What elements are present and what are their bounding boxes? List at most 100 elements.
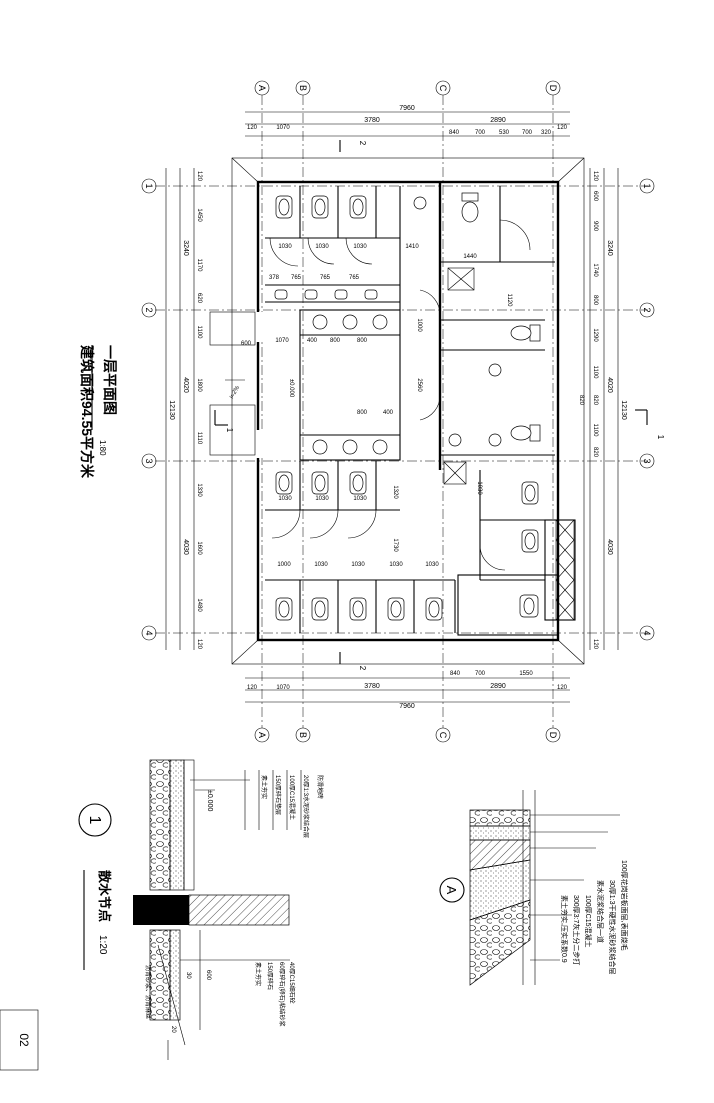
detail1-title: 散水节点 [97, 870, 112, 922]
squat-toilet [275, 195, 293, 219]
squat-toilet [311, 471, 329, 495]
axis-label-1-right: 1 [642, 183, 652, 188]
axis-label-3-right: 3 [642, 458, 652, 463]
squat-toilet [349, 471, 367, 495]
axis-label-2-left: 2 [144, 307, 154, 312]
section-mark-right: 1 [656, 435, 665, 440]
squat-toilet [349, 597, 367, 621]
detail1-joint-label: 沥青砂浆、沥青麻丝 [144, 965, 152, 1019]
stall-width-c3: 1030 [351, 562, 365, 568]
dim-right-detail-2: 900 [592, 221, 598, 232]
interior-dim-5: 800 [330, 338, 341, 344]
plan-scale: 1:80 [98, 440, 107, 456]
plan-title-block: 一层平面图 1:80 建筑面积94.55平方米 [79, 345, 118, 479]
detailA-layer-1: 30厚1:3干硬性水泥砂浆结合层 [608, 880, 617, 975]
toilets [275, 192, 541, 621]
stall-width-c2: 1030 [314, 562, 328, 568]
axis-label-d-top: D [548, 85, 558, 92]
dim-left-detail-2: 1170 [196, 259, 202, 273]
interior-dim-14: 820 [578, 395, 584, 406]
dim-top-detail-2: 840 [449, 130, 460, 136]
interior-dim-10: 2560 [416, 378, 422, 392]
dim-bottom-detail-0: 120 [247, 685, 258, 691]
dimensions-bottom: 120 1070 840 700 1550 120 3780 2890 7960 [245, 671, 570, 710]
section-marks: 1 1 2 2 [214, 140, 665, 671]
urinal-dim-2: 765 [291, 275, 302, 281]
interior-dim-1: 1440 [463, 254, 477, 260]
stall-width-1: 1030 [278, 244, 292, 250]
dim-bottom-detail-1: 1070 [276, 685, 290, 691]
interior-dim-15: 600 [241, 341, 252, 347]
axis-label-a-bottom: A [257, 732, 267, 738]
squat-toilet [425, 597, 443, 621]
dimensions-top: 7960 3780 2890 120 1070 840 700 530 700 … [245, 105, 570, 137]
detailA-layer-0: 100厚花岗岩板面层,表面烧毛 [620, 860, 629, 951]
squat-toilet [311, 195, 329, 219]
axis-label-3-left: 3 [144, 458, 154, 463]
dim-left-detail-4: 1100 [196, 326, 202, 340]
stall-width-b3: 1030 [353, 496, 367, 502]
dim-top-detail-6: 320 [541, 130, 552, 136]
dim-bottom-detail-3: 700 [475, 671, 486, 677]
dim-top-detail-7: 120 [557, 125, 568, 131]
dim-right-detail-5: 1290 [592, 328, 598, 342]
detail1-dim-600: 600 [205, 970, 211, 981]
dim-right-detail-7: 820 [592, 395, 598, 406]
axis-label-a-top: A [257, 85, 267, 91]
dim-bottom-section-1: 3780 [364, 683, 380, 690]
dim-bottom-detail-2: 840 [450, 671, 461, 677]
dim-right-section-2: 4020 [606, 377, 613, 393]
exterior-walls [255, 180, 560, 642]
interior-dim-8: 800 [357, 410, 368, 416]
dim-left-detail-5: 1800 [196, 378, 202, 392]
urinal-dim-1: 378 [269, 275, 280, 281]
squat-toilet [275, 471, 293, 495]
dim-right-detail-10: 120 [592, 639, 598, 650]
detail1-dim-20: 20 [170, 1026, 176, 1033]
dim-top-detail-0: 120 [247, 125, 258, 131]
dim-left-detail-9: 1480 [196, 598, 202, 612]
dim-top-detail-4: 530 [499, 130, 510, 136]
dim-right-detail-6: 1100 [592, 366, 598, 380]
detail1-top-layer-3: 150厚碎石垫层 [274, 775, 282, 815]
axis-label-b-bottom: B [298, 732, 308, 738]
squat-toilet [521, 481, 539, 505]
stall-width-3: 1030 [353, 244, 367, 250]
interior-dim-9: 400 [383, 410, 394, 416]
dim-right-detail-9: 820 [592, 447, 598, 458]
dim-bottom-detail-5: 120 [557, 685, 568, 691]
axis-label-c-bottom: C [438, 732, 448, 739]
detail1-top-layer-2: 100厚C15混凝土 [288, 775, 296, 820]
axis-bubbles: A B C D A B C D 1 2 3 4 1 2 [141, 80, 655, 743]
squat-toilet [311, 597, 329, 621]
interior-dim-3: 1000 [416, 318, 422, 332]
dim-right-detail-0: 120 [592, 171, 598, 182]
axis-label-2-right: 2 [642, 307, 652, 312]
dim-top-overall: 7960 [399, 105, 415, 112]
detail1-side-layer-1: 60厚碎石(卵石)粘结砂浆 [278, 962, 286, 1027]
dim-bottom-section-2: 2890 [490, 683, 506, 690]
dim-left-detail-1: 1450 [196, 208, 202, 222]
dim-bottom-overall: 7960 [399, 703, 415, 710]
dimensions-right: 120 600 900 1740 800 1290 1100 820 1100 … [589, 168, 627, 650]
squat-toilet [519, 594, 539, 618]
ramp-label: i=2% [229, 385, 241, 400]
detail-1-apron: 防滑地砖 20厚1:3水泥砂浆结合层 100厚C15混凝土 150厚碎石垫层 素… [78, 759, 324, 1060]
axis-label-4-right: 4 [642, 630, 652, 635]
grid-lines [155, 95, 648, 728]
interior-dim-7: 800 [357, 338, 368, 344]
stall-width-c1: 1000 [277, 562, 291, 568]
seat-toilet [510, 324, 541, 342]
dim-left-section-1: 3240 [182, 240, 189, 256]
detail1-scale: 1:20 [97, 935, 108, 955]
interior-dim-2: 1120 [506, 294, 512, 308]
dim-left-section-3: 4030 [182, 539, 189, 555]
stall-width-2: 1030 [315, 244, 329, 250]
interior-dimensions: 1030 1030 1030 378 765 765 765 1030 1030… [241, 244, 584, 568]
seat-toilet [461, 192, 479, 223]
dim-left-detail-7: 1330 [196, 483, 202, 497]
dim-top-section-2: 2890 [490, 117, 506, 124]
detail1-side-layer-3: 素土夯实 [254, 962, 262, 986]
detail1-side-layer-0: 40厚C15细石砼 [288, 962, 296, 1004]
